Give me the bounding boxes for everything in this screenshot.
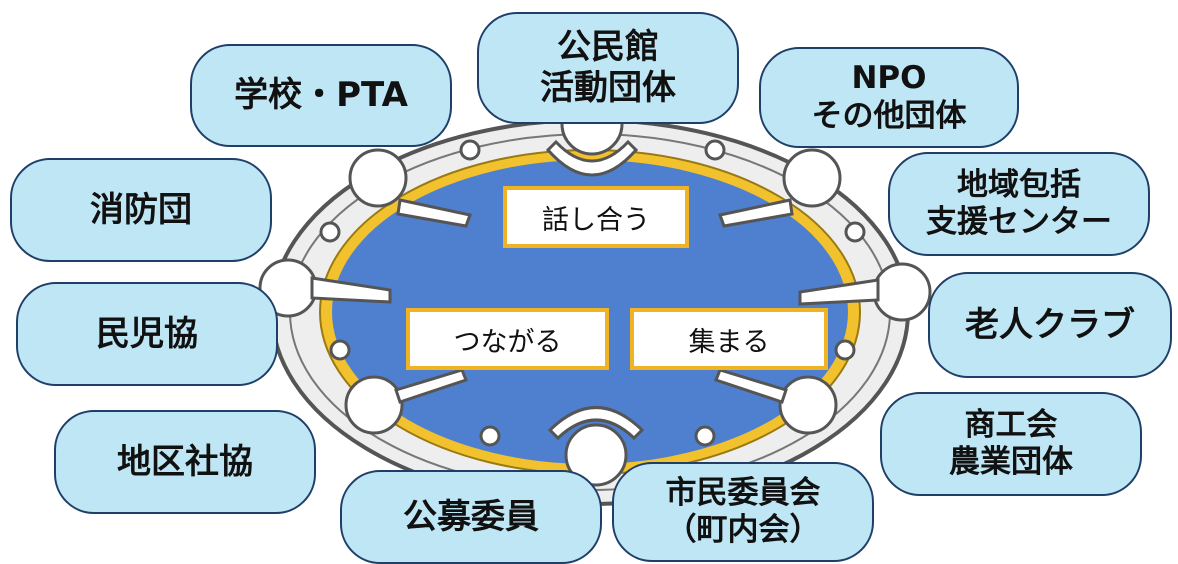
person-head bbox=[344, 375, 404, 435]
bubble-shimin-line1: 市民委員会 bbox=[665, 474, 821, 511]
person-head bbox=[348, 148, 408, 208]
gather-label: 集まる bbox=[630, 308, 828, 370]
bubble-elder-club: 老人クラブ bbox=[928, 272, 1172, 378]
bubble-school-pta-text: 学校・PTA bbox=[234, 75, 408, 116]
person-arms bbox=[394, 368, 468, 404]
person-arms bbox=[798, 278, 880, 306]
person-head bbox=[778, 375, 838, 435]
connect-label: つながる bbox=[406, 308, 609, 370]
hand bbox=[694, 425, 716, 447]
person-head bbox=[782, 148, 842, 208]
hand bbox=[329, 339, 351, 361]
bubble-fire-brigade: 消防団 bbox=[10, 158, 272, 262]
hand bbox=[479, 425, 501, 447]
bubble-elder-club-text: 老人クラブ bbox=[965, 304, 1135, 345]
person-arms bbox=[547, 406, 645, 441]
bubble-fire-brigade-text: 消防団 bbox=[90, 189, 192, 230]
hand bbox=[834, 339, 856, 361]
bubble-kominkan-line1: 公民館 bbox=[557, 27, 659, 68]
hand bbox=[844, 221, 866, 243]
person-arms bbox=[714, 368, 788, 404]
person-arms bbox=[718, 198, 794, 228]
bubble-shakyo: 地区社協 bbox=[54, 410, 316, 514]
bubble-minji-text: 民児協 bbox=[96, 313, 198, 354]
bubble-kominkan-line2: 活動団体 bbox=[540, 68, 676, 108]
bubble-npo-line2: その他団体 bbox=[811, 97, 967, 134]
bubble-shakyo-text: 地区社協 bbox=[117, 441, 253, 482]
bubble-houkatsu: 地域包括 支援センター bbox=[888, 152, 1150, 256]
bubble-school-pta: 学校・PTA bbox=[190, 44, 452, 147]
bubble-npo-line1: NPO bbox=[851, 60, 927, 97]
bubble-shimin-line2: （町内会） bbox=[665, 512, 821, 548]
bubble-npo: NPO その他団体 bbox=[759, 47, 1019, 148]
person-figures bbox=[258, 92, 932, 487]
bubble-shoko-line2: 農業団体 bbox=[949, 444, 1073, 480]
hand bbox=[704, 139, 726, 161]
person-head bbox=[872, 262, 932, 322]
bubble-shoko-line1: 商工会 bbox=[964, 406, 1058, 443]
hand bbox=[459, 139, 481, 161]
bubble-shimin: 市民委員会 （町内会） bbox=[612, 462, 874, 562]
bubble-koubo: 公募委員 bbox=[340, 470, 602, 564]
bubble-kominkan: 公民館 活動団体 bbox=[477, 12, 739, 124]
bubble-koubo-text: 公募委員 bbox=[403, 496, 539, 537]
bubble-houkatsu-line2: 支援センター bbox=[926, 204, 1112, 240]
discuss-label: 話し合う bbox=[503, 186, 689, 248]
bubble-houkatsu-line1: 地域包括 bbox=[957, 166, 1081, 203]
bubble-shoko: 商工会 農業団体 bbox=[880, 392, 1142, 496]
bubble-minji: 民児協 bbox=[16, 282, 278, 386]
person-arms bbox=[545, 139, 639, 177]
person-arms bbox=[310, 276, 392, 304]
hand bbox=[319, 221, 341, 243]
person-arms bbox=[396, 198, 472, 228]
person-head bbox=[564, 423, 628, 487]
